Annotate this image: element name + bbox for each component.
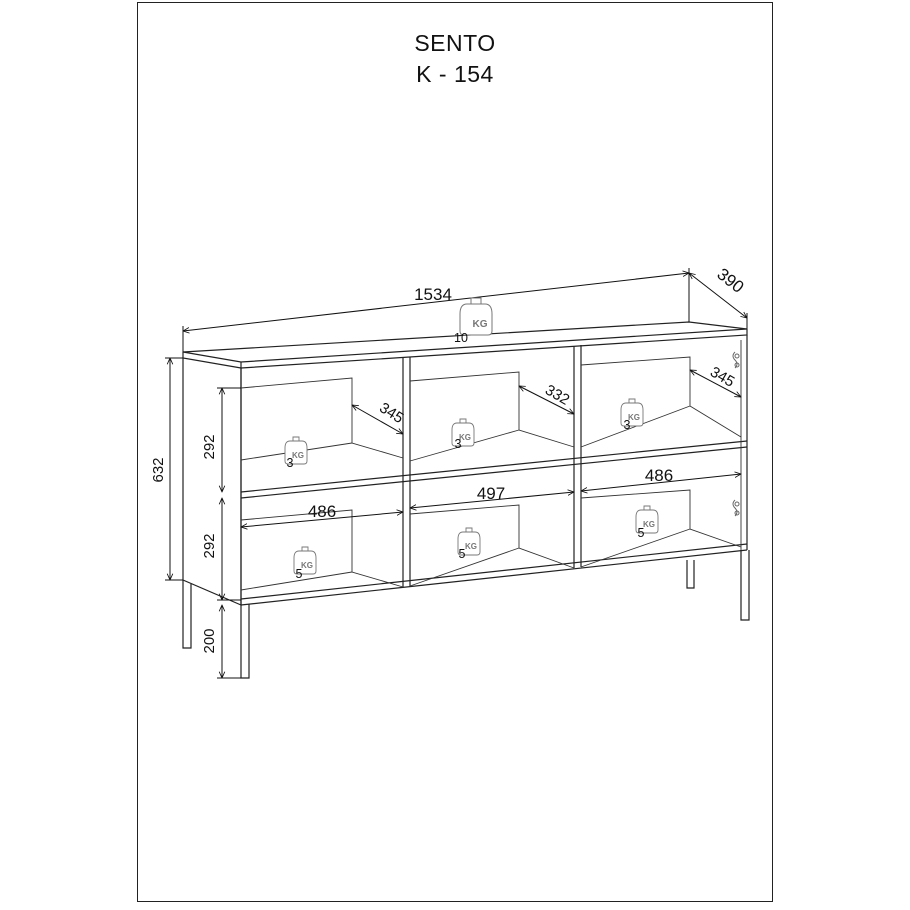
weight-icon-top [459,297,493,336]
weight-lower-right-label: 5 [638,526,645,540]
dimension-lines [165,268,747,678]
width-left-label: 486 [308,502,336,521]
drawing-frame [137,2,773,902]
height-label: 632 [150,457,167,482]
product-code: K - 154 [416,61,494,87]
weight-upper-middle-label: 3 [455,437,462,451]
product-name: SENTO [414,30,496,56]
width-middle-label: 497 [477,484,505,503]
weight-lower-middle-label: 5 [459,547,466,561]
depth-right-label: 345 [707,363,737,390]
width-right-label: 486 [645,466,673,485]
hinge-icons [732,351,740,517]
cabinet-outline [182,321,748,606]
width-label: 1534 [414,285,452,304]
weight-lower-left-label: 5 [296,567,303,581]
weight-top-label: 10 [454,331,468,345]
weight-upper-right-label: 3 [624,418,631,432]
depth-middle-label: 332 [542,381,572,408]
legs [182,550,750,679]
shelf-height-top-label: 292 [201,434,218,459]
depth-left-label: 345 [376,399,406,427]
weight-upper-left-label: 3 [287,456,294,470]
depth-label: 390 [713,264,747,296]
shelf-height-bottom-label: 292 [201,533,218,558]
leg-height-label: 200 [201,628,218,653]
